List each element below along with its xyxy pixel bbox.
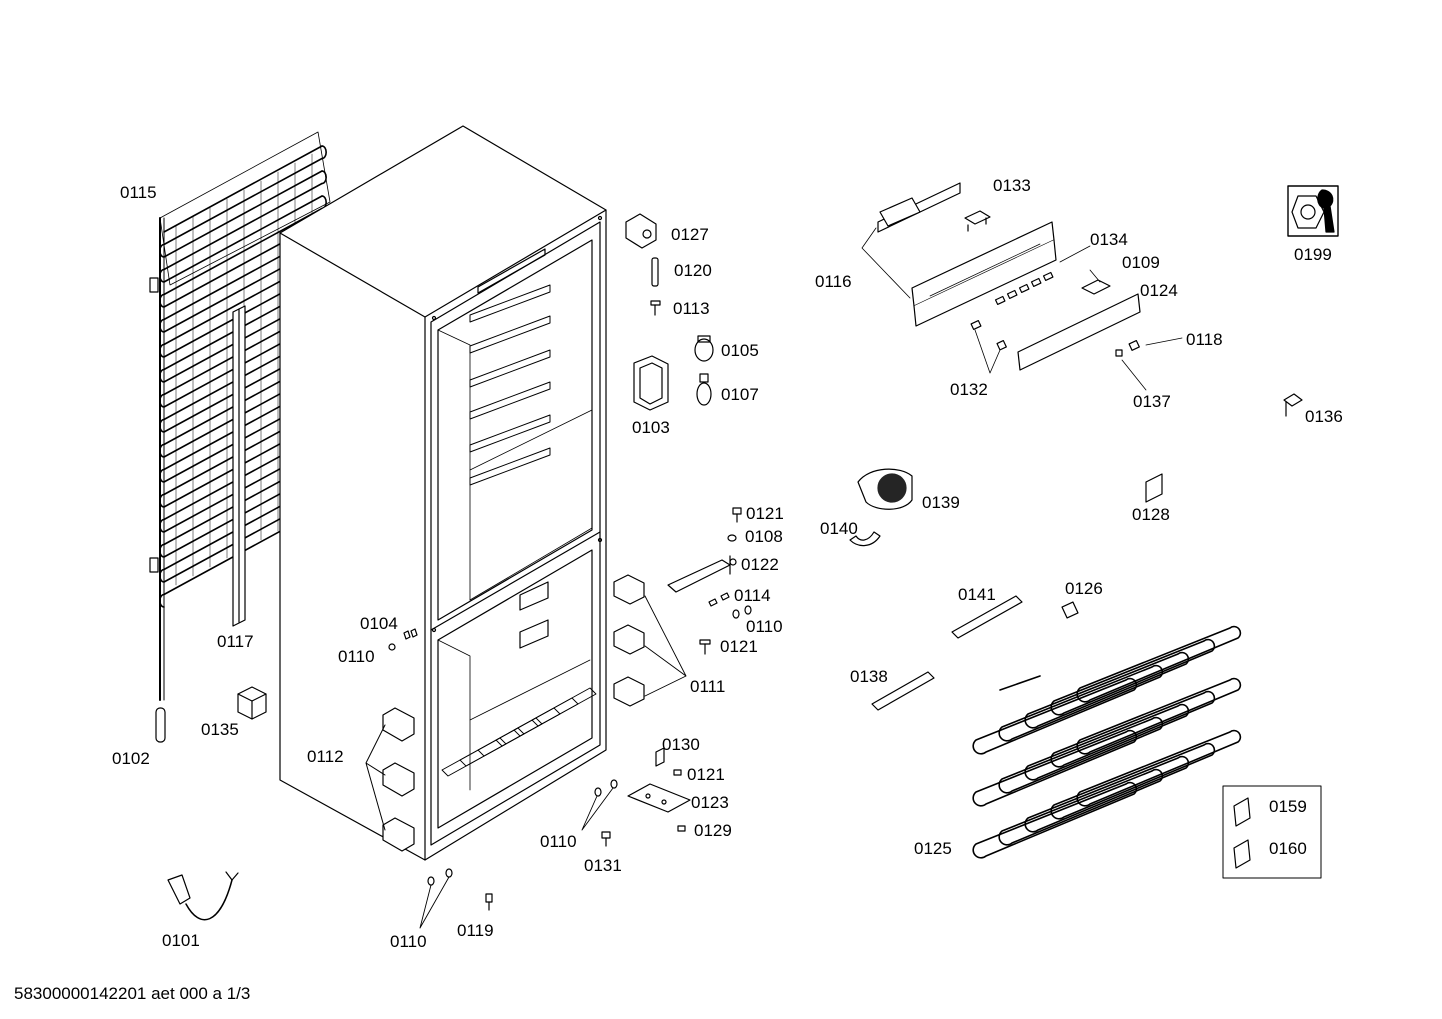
label-0121-b: 0121 (720, 637, 758, 656)
label-0130: 0130 (662, 735, 700, 754)
power-cord (167, 871, 239, 921)
fan-cover (849, 468, 913, 547)
tubes (871, 595, 1079, 711)
evap-loop (1050, 690, 1216, 768)
evap-loop (1024, 651, 1190, 729)
shelf-rail (469, 381, 551, 420)
coil-tube (163, 195, 323, 283)
label-0125: 0125 (914, 839, 952, 858)
label-0135: 0135 (201, 720, 239, 739)
door-bins (365, 707, 415, 852)
coil-tube (163, 157, 323, 246)
label-0101: 0101 (162, 931, 200, 950)
label-0104: 0104 (360, 614, 398, 633)
label-0118: 0118 (1186, 330, 1223, 349)
evap-loop (1050, 638, 1216, 716)
label-0113: 0113 (673, 299, 710, 318)
label-0119: 0119 (457, 921, 494, 940)
legend-box (1222, 785, 1322, 879)
drawer-slot (531, 687, 597, 727)
label-0140: 0140 (820, 519, 858, 538)
evap-loop (1024, 703, 1190, 781)
shelf-rail (469, 414, 551, 453)
evap-loop (998, 768, 1164, 846)
evap-loop (1076, 625, 1242, 703)
evap-loop (972, 781, 1138, 859)
evaporator-coil (972, 625, 1242, 859)
label-0110-a: 0110 (338, 647, 375, 666)
coil-bend (321, 145, 327, 160)
evap-loop (1050, 742, 1216, 820)
evap-loop (998, 664, 1164, 742)
bracket-0128 (1145, 473, 1163, 503)
label-0110-b: 0110 (390, 932, 427, 951)
label-0120: 0120 (674, 261, 712, 280)
coil-tube (163, 207, 323, 296)
coil-tube (163, 145, 323, 233)
drier-filter (155, 707, 166, 743)
label-0137: 0137 (1133, 392, 1171, 411)
label-0116: 0116 (815, 272, 852, 291)
small-screws (388, 628, 418, 651)
label-0129: 0129 (694, 821, 732, 840)
hinge-parts (581, 213, 752, 847)
shelf-rail (469, 284, 551, 323)
label-0107: 0107 (721, 385, 759, 404)
evap-loop (1076, 677, 1242, 755)
evap-loop (1024, 755, 1190, 833)
label-0159: 0159 (1269, 797, 1307, 816)
document-code: 58300000142201 aet 000 a 1/3 (14, 984, 251, 1003)
label-0121-c: 0121 (687, 765, 725, 784)
label-0110-c: 0110 (746, 617, 783, 636)
label-0134: 0134 (1090, 230, 1128, 249)
shelf-rail (469, 349, 551, 388)
label-0199: 0199 (1294, 245, 1332, 264)
label-0103: 0103 (632, 418, 670, 437)
label-0111: 0111 (690, 677, 726, 696)
label-0141: 0141 (958, 585, 996, 604)
label-0102: 0102 (112, 749, 150, 768)
label-0123: 0123 (691, 793, 729, 812)
label-0139: 0139 (922, 493, 960, 512)
label-0114: 0114 (734, 586, 771, 605)
evap-pipe (999, 675, 1041, 691)
control-panel (861, 182, 1183, 391)
label-0124: 0124 (1140, 281, 1178, 300)
label-0109: 0109 (1122, 253, 1160, 272)
evap-loop (972, 729, 1138, 807)
label-0133: 0133 (993, 176, 1031, 195)
clip-part (1283, 393, 1303, 417)
wrench-icon (1287, 185, 1339, 237)
feet-screws (419, 868, 493, 929)
label-0160: 0160 (1269, 839, 1307, 858)
shelf-rail (469, 315, 551, 354)
terminal-block (237, 686, 267, 720)
label-0108: 0108 (745, 527, 783, 546)
label-0127: 0127 (671, 225, 709, 244)
shelf-rail (469, 447, 551, 486)
condenser-bracket (232, 305, 246, 627)
fridge-cabinet (279, 125, 607, 861)
coil-tube (163, 170, 323, 258)
evap-loop (1076, 729, 1242, 807)
label-0126: 0126 (1065, 579, 1103, 598)
label-0112: 0112 (307, 747, 344, 766)
label-0110-d: 0110 (540, 832, 577, 851)
coil-tube (163, 182, 323, 271)
label-0128: 0128 (1132, 505, 1170, 524)
label-0138: 0138 (850, 667, 888, 686)
label-0136: 0136 (1305, 407, 1343, 426)
label-0121-a: 0121 (746, 504, 784, 523)
label-0131: 0131 (584, 856, 622, 875)
label-0132: 0132 (950, 380, 988, 399)
label-0117: 0117 (217, 632, 254, 651)
label-0115: 0115 (120, 183, 157, 202)
evap-loop (998, 716, 1164, 794)
label-0105: 0105 (721, 341, 759, 360)
evap-loop (972, 677, 1138, 755)
label-0122: 0122 (741, 555, 779, 574)
coil-bend (321, 170, 327, 185)
